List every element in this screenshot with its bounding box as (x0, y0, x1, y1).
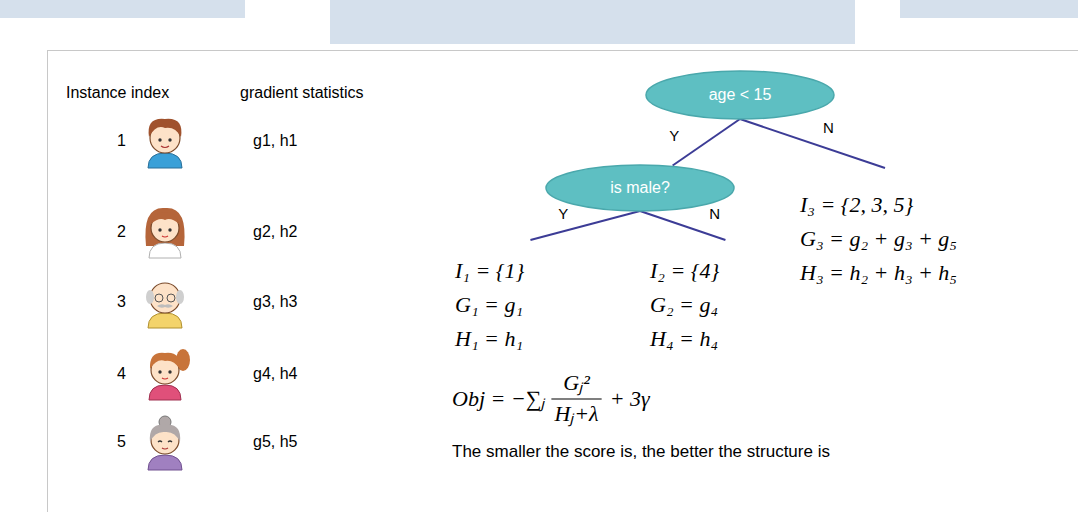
branch-label: N (707, 205, 722, 223)
gradient-pair: g3, h3 (253, 292, 297, 312)
fraction-bar (551, 398, 601, 399)
leaf-stats: I₃ = {2, 3, 5}G₃ = g₂ + g₃ + g₅H₃ = h₂ +… (800, 168, 963, 290)
leaf-formula: I₁ = {1} (455, 254, 524, 288)
split-condition: age < 15 (709, 86, 772, 104)
gradient-pair: g2, h2 (253, 222, 297, 242)
leaf-stats: I₁ = {1}G₁ = g₁H₁ = h₁ (455, 240, 530, 356)
leaf-formula: H₄ = h₄ (650, 322, 719, 356)
gradient-pair: g4, h4 (253, 364, 297, 384)
top-band (0, 0, 245, 18)
split-ellipse: age < 15 (645, 70, 835, 120)
objective-formula: Gⱼ² (563, 370, 589, 396)
instance-number: 4 (117, 364, 126, 384)
leaf-formula: I₂ = {4} (650, 254, 719, 288)
objective-formula: Obj = −∑ⱼ (452, 386, 545, 412)
top-band (900, 0, 1078, 18)
old-woman-icon (148, 416, 182, 470)
ellipse-shape (546, 165, 734, 211)
instance-number: 1 (117, 131, 126, 151)
panel-frame (48, 51, 1078, 512)
instance-number: 3 (117, 292, 126, 312)
split-condition: is male? (610, 179, 670, 197)
caption-note: The smaller the score is, the better the… (452, 442, 830, 462)
branch-label: Y (556, 205, 570, 223)
leaf-formula: G₃ = g₂ + g₃ + g₅ (800, 222, 957, 256)
instance-number: 5 (117, 432, 126, 452)
leaf-formula: H₁ = h₁ (455, 322, 524, 356)
child-icon (148, 119, 182, 168)
ellipse-shape (646, 71, 834, 119)
gradient-pair: g1, h1 (253, 131, 297, 151)
branch-label: Y (667, 127, 681, 145)
top-band (330, 0, 855, 44)
leaf-formula: H₃ = h₂ + h₃ + h₅ (800, 256, 957, 290)
branch-label: N (821, 119, 836, 137)
tree-branch (673, 119, 740, 165)
tree-branch (740, 119, 885, 168)
objective-formula: Hⱼ+λ (554, 401, 598, 427)
leaf-formula: G₁ = g₁ (455, 288, 524, 322)
old-man-icon (146, 283, 184, 328)
leaf-formula: G₂ = g₄ (650, 288, 719, 322)
tree-branch (530, 211, 640, 240)
leaf-stats: I₂ = {4}G₂ = g₄H₄ = h₄ (650, 240, 725, 356)
gradient-pair: g5, h5 (253, 432, 297, 452)
leaf-formula: I₃ = {2, 3, 5} (800, 188, 957, 222)
column-header: gradient statistics (240, 83, 364, 103)
girl-icon (149, 349, 190, 400)
instance-number: 2 (117, 222, 126, 242)
column-header: Instance index (66, 83, 169, 103)
girl-icon (145, 208, 184, 258)
objective-formula: + 3γ (610, 386, 650, 412)
